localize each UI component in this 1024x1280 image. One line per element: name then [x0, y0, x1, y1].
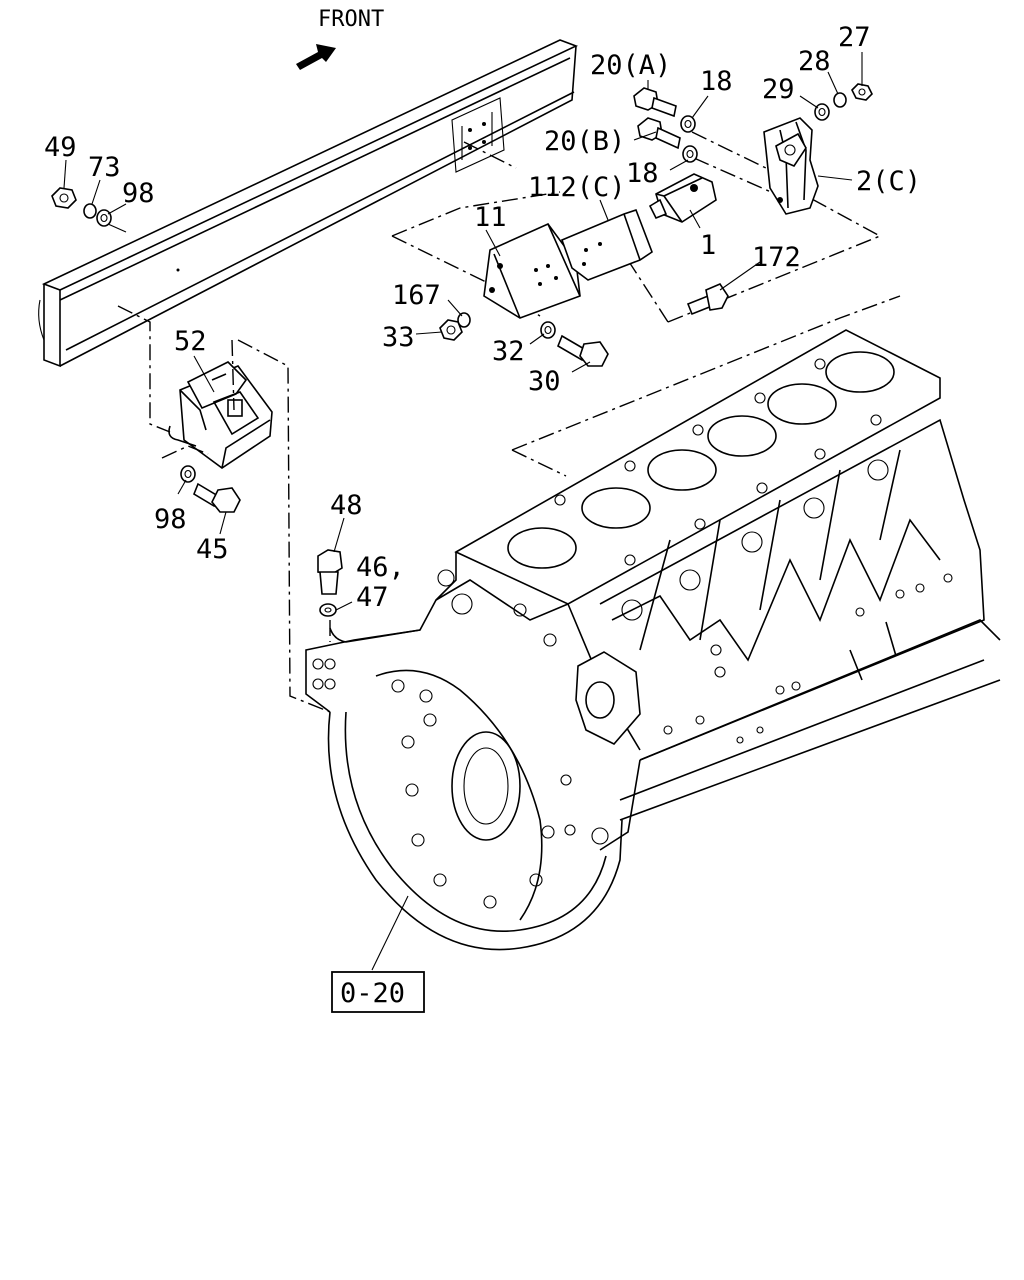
callout-2c: 2(C) [856, 166, 921, 197]
washer-29 [814, 103, 830, 121]
washer-18-upper [680, 115, 696, 133]
nut-27 [851, 83, 873, 101]
callout-112c: 112(C) [528, 172, 626, 203]
callout-20a: 20(A) [590, 50, 671, 81]
callout-27: 27 [838, 22, 871, 53]
callout-172: 172 [752, 242, 801, 273]
bracket-11 [483, 223, 581, 319]
callout-1: 1 [700, 230, 716, 261]
lock-washer-167 [457, 312, 471, 328]
callout-45: 45 [196, 534, 229, 565]
callout-33: 33 [382, 322, 415, 353]
washer-98-top [96, 209, 112, 227]
callout-52: 52 [174, 326, 207, 357]
engine-block [454, 329, 1001, 851]
callout-11: 11 [474, 202, 507, 233]
bolt-48 [317, 549, 343, 595]
callout-167: 167 [392, 280, 441, 311]
bolt-20b [637, 117, 681, 150]
washer-32 [540, 321, 556, 339]
reference-box[interactable]: 0-20 [331, 971, 425, 1013]
nut-33 [439, 319, 463, 341]
bolt-45 [193, 482, 241, 513]
callout-98-lower: 98 [154, 504, 187, 535]
washer-47 [319, 603, 337, 617]
washer-98-lower [180, 465, 196, 483]
callout-46: 46, [356, 552, 405, 583]
engine-mount-52 [168, 361, 273, 469]
callout-29: 29 [762, 74, 795, 105]
callout-18-lower: 18 [626, 158, 659, 189]
washer-18-lower [682, 145, 698, 163]
lock-washer-28 [833, 92, 847, 108]
callout-30: 30 [528, 366, 561, 397]
callout-32: 32 [492, 336, 525, 367]
bolt-30 [557, 334, 609, 367]
callout-18-upper: 18 [700, 66, 733, 97]
leader-lines [63, 52, 863, 971]
rubber-mount-1 [648, 173, 717, 223]
bolt-172 [686, 283, 729, 316]
lock-washer-73 [83, 203, 97, 219]
callout-48: 48 [330, 490, 363, 521]
bracket-2c [763, 117, 819, 215]
callout-47: 47 [356, 582, 389, 613]
flywheel-housing [305, 552, 623, 951]
bolt-20a [633, 87, 677, 118]
callout-98-top: 98 [122, 178, 155, 209]
front-arrow-icon [296, 44, 336, 70]
plate-112c [560, 208, 653, 281]
reference-box-label: 0-20 [340, 978, 405, 1009]
callout-28: 28 [798, 46, 831, 77]
callout-20b: 20(B) [544, 126, 625, 157]
callout-73: 73 [88, 152, 121, 183]
front-label: FRONT [318, 7, 384, 32]
nut-49 [51, 187, 77, 209]
callout-49: 49 [44, 132, 77, 163]
frame-rail [38, 39, 579, 368]
